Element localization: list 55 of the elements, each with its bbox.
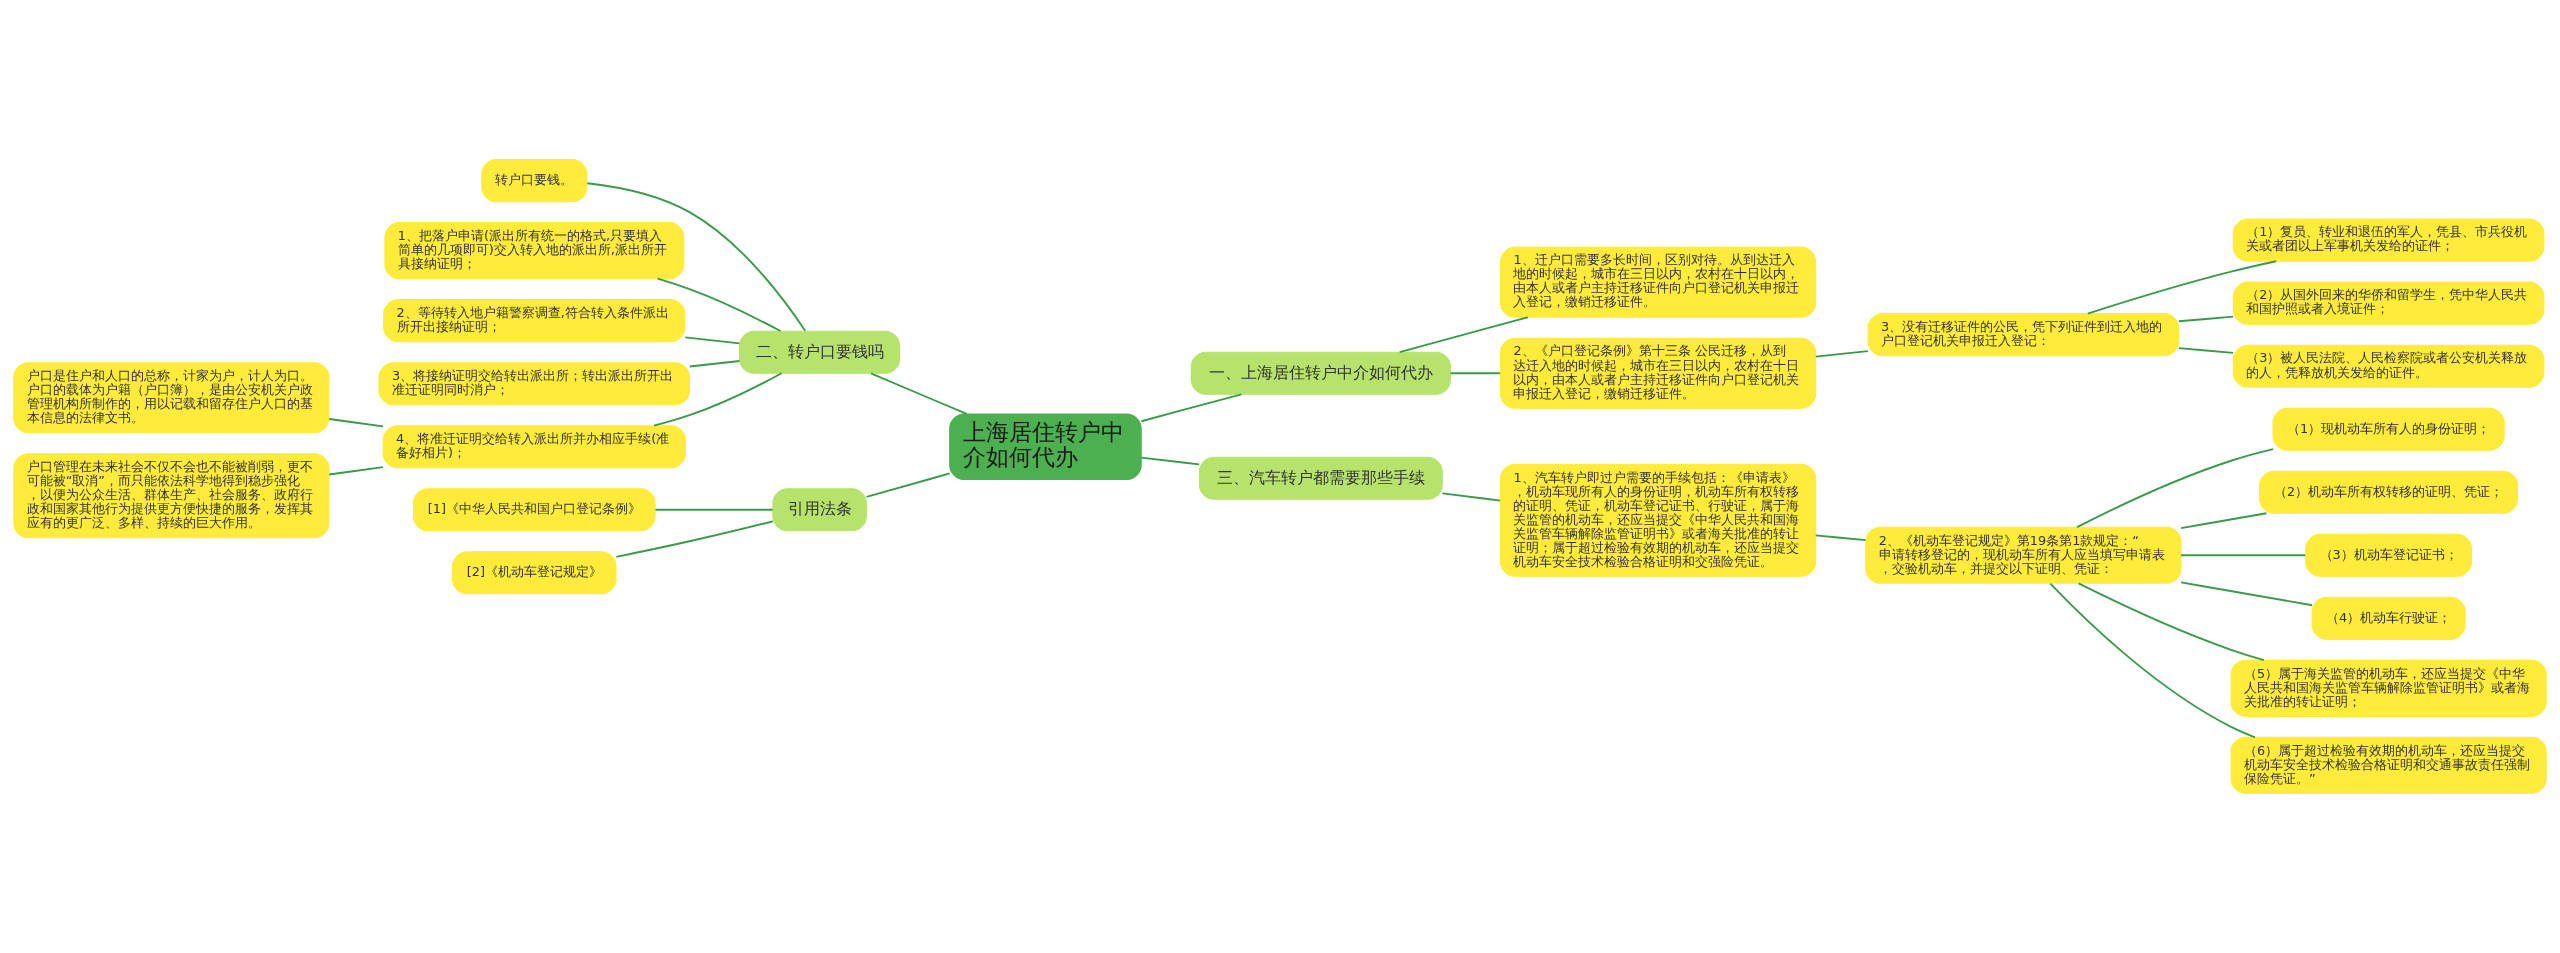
connector — [654, 508, 774, 511]
connector — [870, 372, 968, 415]
connector — [688, 360, 741, 368]
node-box: [1]《中华人民共和国户口登记条例》 — [412, 488, 656, 532]
connector — [2049, 582, 2256, 739]
node-box: （3）机动车登记证书； — [2305, 533, 2473, 577]
connector — [1398, 316, 1529, 354]
connector — [1814, 534, 1867, 542]
connector — [1140, 456, 1201, 466]
connector — [2178, 347, 2235, 354]
connector — [1814, 350, 1869, 358]
node-box: 一、上海居住转户中介如何代办 — [1190, 351, 1451, 395]
connector — [328, 466, 384, 476]
node-box: 户口管理在未来社会不仅不会也不能被削弱，更不可能被“取消”，而只能依法科学地得到稳步强化，以便为公众生活、群体生产、社会服务、政府行政和国家其他行为提供更方便快捷的服务，发挥其应有的更广泛、多样、持续的巨大作用。 — [13, 453, 330, 539]
connector — [1441, 492, 1502, 502]
node-box: （1）复员、转业和退伍的军人，凭县、市兵役机关或者团以上军事机关发给的证件； — [2232, 218, 2545, 262]
connector — [615, 520, 774, 558]
node-box: 1、汽车转户即过户需要的手续包括：《申请表》，机动车现所有人的身份证明，机动车所有权转移的证明、凭证，机动车登记证书、行驶证，属于海关监管的机动车，还应当提交《中华人民共和国海关监管车辆解除监管证明书》或者海关批准的转让证明；属于超过检验有效期的机动车，还应当提交机动车安全技术检验合格证明和交强险凭证。 — [1499, 463, 1817, 577]
connector — [865, 472, 951, 498]
connector — [1449, 372, 1502, 375]
connector — [586, 182, 807, 332]
connector — [2076, 448, 2274, 529]
node-box: 2、《机动车登记规定》第19条第1款规定：“申请转移登记的，现机动车所有人应当填写申请表，交验机动车，并提交以下证明、凭证： — [1865, 526, 2182, 584]
node-box: （5）属于海关监管的机动车，还应当提交《中华人民共和国海关监管车辆解除监管证明书》或者海关批准的转让证明； — [2230, 659, 2547, 717]
node-box: （2）机动车所有权转移的证明、凭证； — [2259, 470, 2519, 514]
node-box: 4、将准迁证明交给转入派出所并办相应手续(准备好相片)； — [382, 425, 686, 469]
node-box: （1）现机动车所有人的身份证明； — [2272, 407, 2505, 451]
node-box: 3、将接纳证明交给转出派出所；转出派出所开出准迁证明同时消户； — [378, 362, 691, 406]
connector — [684, 336, 741, 345]
node-box: 三、汽车转户都需要那些手续 — [1198, 456, 1443, 500]
node-box: 引用法条 — [772, 488, 867, 532]
node-box: 2、等待转入地户籍警察调查,符合转入条件派出所开出接纳证明； — [383, 299, 686, 343]
node-box: 转户口要钱。 — [481, 159, 588, 203]
node-box: 上海居住转户中介如何代办 — [949, 413, 1142, 480]
connector — [2180, 512, 2268, 530]
node-box: 1、迁户口需要多长时间，区别对待。从到达迁入地的时候起，城市在三日以内，农村在十日以内，由本人或者户主持迁移证件向户口登记机关申报迁入登记，缴销迁移证件。 — [1499, 246, 1817, 318]
node-box: 二、转户口要钱吗 — [739, 330, 901, 374]
node-box: （3）被人民法院、人民检察院或者公安机关释放的人，凭释放机关发给的证件。 — [2232, 344, 2545, 388]
connector — [656, 277, 782, 332]
connector — [2180, 554, 2307, 557]
node-box: 3、没有迁移证件的公民，凭下列证件到迁入地的户口登记机关申报迁入登记： — [1867, 313, 2180, 357]
node-box: 户口是住户和人口的总称，计家为户，计人为口。户口的载体为户籍（户口簿），是由公安机关户政管理机构所制作的，用以记载和留存住户人口的基本信息的法律文书。 — [13, 362, 330, 434]
connector — [1140, 393, 1243, 423]
node-box: （6）属于超过检验有效期的机动车，还应当提交机动车安全技术检验合格证明和交通事故责任强制保险凭证。” — [2230, 736, 2547, 794]
node-box: 2、《户口登记条例》第十三条 公民迁移，从到达迁入地的时候起，城市在三日以内，农村在十日以内，由本人或者户主持迁移证件向户口登记机关申报迁入登记，缴销迁移证件。 — [1499, 337, 1817, 409]
node-box: 1、把落户申请(派出所有统一的格式,只要填入简单的几项即可)交入转入地的派出所,派出所开具接纳证明； — [384, 222, 685, 280]
connector — [653, 372, 783, 427]
connector — [328, 418, 384, 428]
node-box: （2）从国外回来的华侨和留学生，凭中华人民共和国护照或者入境证件； — [2232, 281, 2545, 325]
node-box: [2]《机动车登记规定》 — [452, 551, 617, 595]
connector — [2086, 260, 2278, 315]
connector — [2077, 582, 2265, 662]
connector — [2180, 581, 2314, 607]
connector — [2178, 315, 2235, 323]
node-box: （4）机动车行驶证； — [2311, 596, 2466, 640]
